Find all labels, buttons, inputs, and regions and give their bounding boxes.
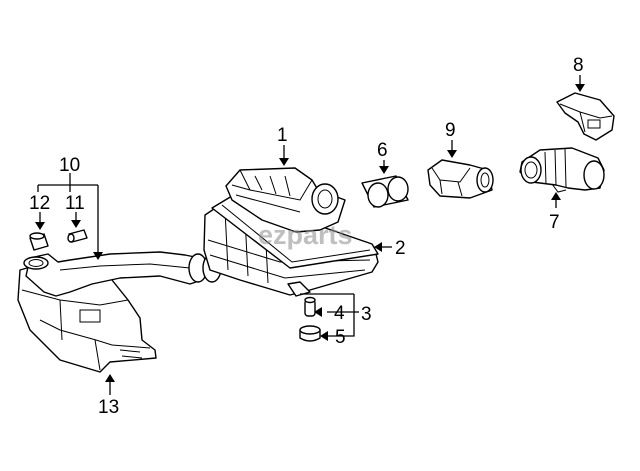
inlet-hose-part[interactable]: [519, 147, 605, 193]
intake-hose-part[interactable]: [23, 251, 222, 297]
mount-pin-part[interactable]: [304, 296, 316, 317]
callout-13: 13: [98, 397, 119, 418]
callout-1: 1: [277, 125, 288, 146]
watermark-text: ezparts: [258, 220, 353, 250]
callout-labels: 1 2 3 4 5 6 7 8 9 10 11 12 13: [29, 55, 584, 418]
leader-lines: [35, 75, 585, 395]
callout-9: 9: [445, 120, 456, 141]
callout-2: 2: [395, 238, 406, 259]
callout-5: 5: [335, 327, 346, 348]
filter-element-part[interactable]: [361, 175, 409, 208]
callout-4: 4: [334, 303, 345, 324]
callout-8: 8: [573, 55, 584, 76]
callout-10: 10: [59, 155, 80, 176]
air-flow-meter-part[interactable]: [427, 159, 494, 199]
air-cleaner-housing-part[interactable]: [203, 167, 379, 297]
callout-12: 12: [29, 193, 50, 214]
callout-7: 7: [549, 212, 560, 233]
bracket-part[interactable]: [556, 92, 615, 141]
callout-3: 3: [361, 304, 372, 325]
callout-11: 11: [65, 193, 85, 214]
cushion-part[interactable]: [299, 325, 321, 342]
collar-part[interactable]: [67, 229, 88, 243]
grommet-part[interactable]: [29, 232, 49, 251]
callout-6: 6: [377, 140, 388, 161]
